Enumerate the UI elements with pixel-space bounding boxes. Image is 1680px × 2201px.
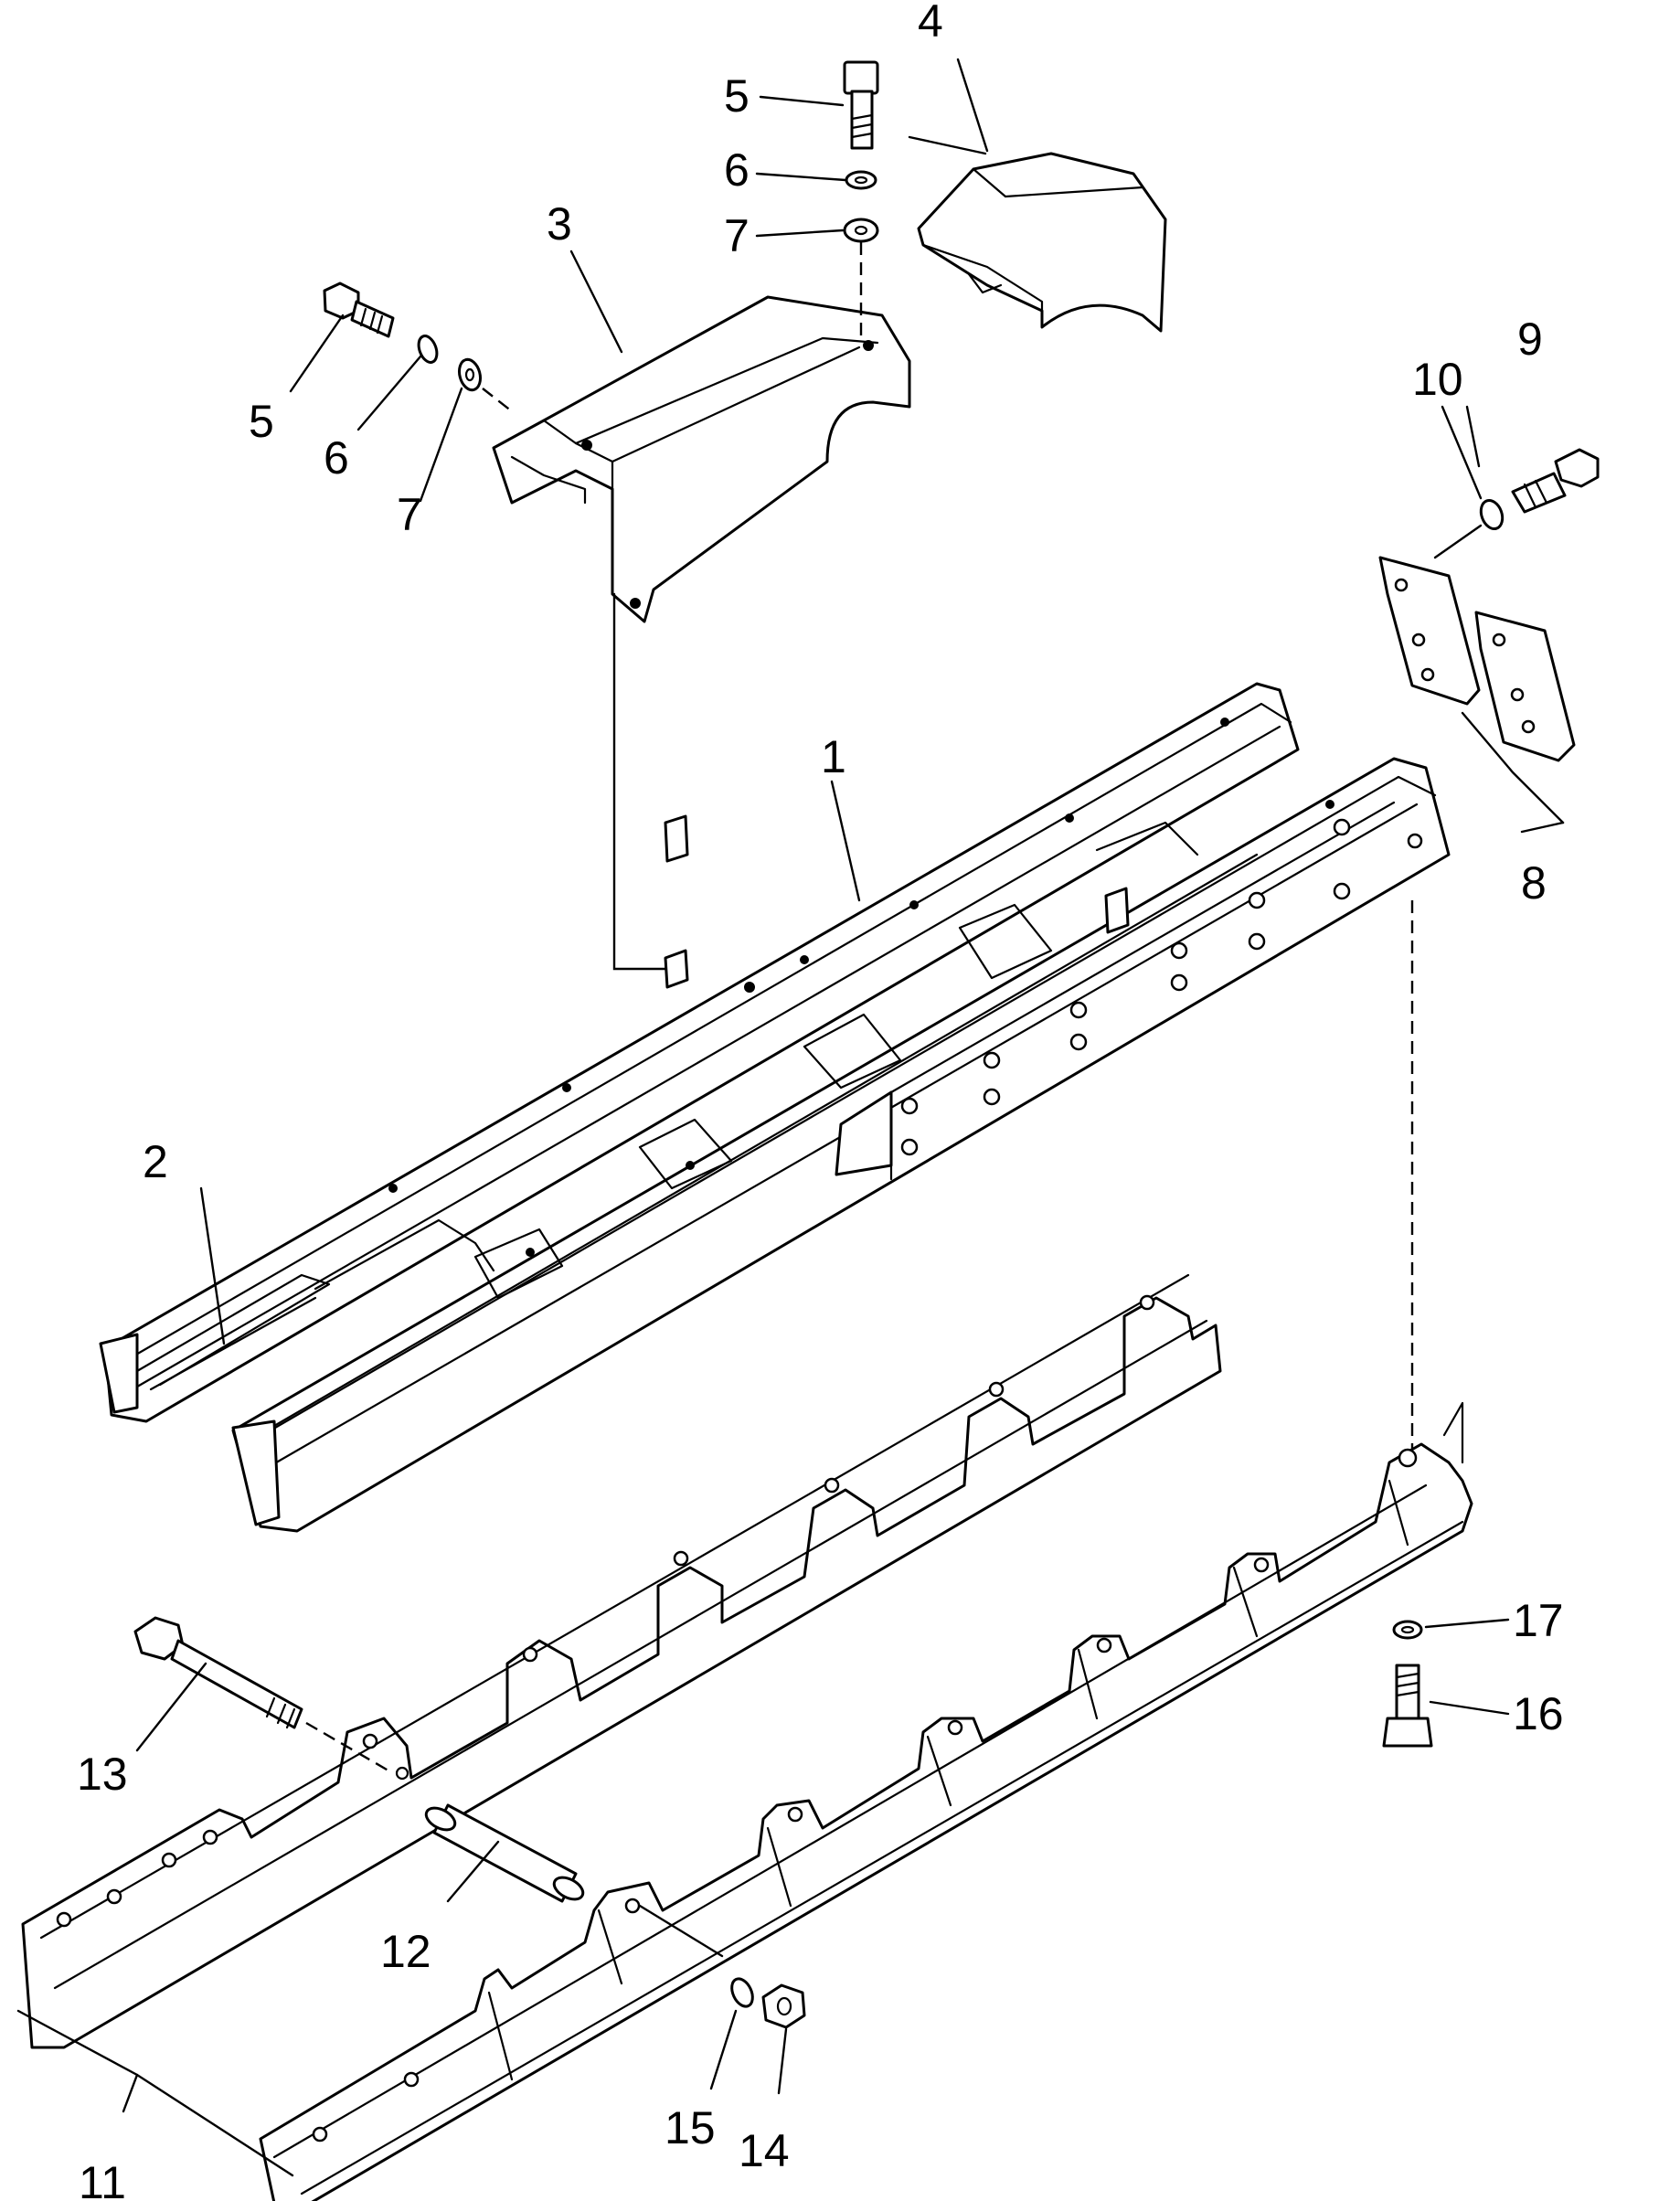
callout-3: 3 <box>547 198 572 250</box>
callout-12: 12 <box>380 1926 431 1977</box>
callout-5-left: 5 <box>249 396 274 447</box>
callout-11: 11 <box>79 2157 126 2201</box>
cover-part-4[interactable] <box>917 152 1167 333</box>
callout-14: 14 <box>739 2125 790 2176</box>
callout-6-top: 6 <box>724 144 750 196</box>
pin-part-12[interactable] <box>422 1803 586 1904</box>
washer-7-top[interactable] <box>843 218 879 243</box>
bolt-5-left[interactable] <box>323 282 395 338</box>
spring-washer-6-left[interactable] <box>415 334 440 365</box>
track-frame-part-11[interactable] <box>21 1273 1473 2201</box>
bolt-part-16[interactable] <box>1382 1664 1433 1748</box>
callout-7-top: 7 <box>724 210 750 261</box>
leader-lines <box>16 58 1565 2177</box>
cover-part-3[interactable] <box>492 295 911 623</box>
callout-6-left: 6 <box>324 432 349 484</box>
callout-10: 10 <box>1412 354 1463 405</box>
bolt-13-axis <box>305 1721 394 1775</box>
callout-1: 1 <box>821 731 846 782</box>
callout-13: 13 <box>77 1749 128 1800</box>
bolt-9[interactable] <box>1511 448 1600 514</box>
bolt-5-top[interactable] <box>843 60 879 150</box>
callout-9: 9 <box>1517 314 1543 365</box>
callout-7-left: 7 <box>397 489 422 540</box>
callout-4: 4 <box>918 0 943 47</box>
bolt-part-13[interactable] <box>133 1616 303 1729</box>
frame-part-1[interactable] <box>99 682 1451 1533</box>
spring-washer-part-15[interactable] <box>728 1975 757 2009</box>
callout-8: 8 <box>1521 857 1547 909</box>
spring-washer-part-17[interactable] <box>1392 1620 1423 1640</box>
callout-2: 2 <box>143 1136 168 1187</box>
callout-5-top: 5 <box>724 70 750 122</box>
cover-mount-line <box>612 592 667 971</box>
callout-labels: 1 2 3 4 5 5 6 6 7 7 8 9 10 11 12 13 14 1… <box>77 0 1564 2201</box>
callout-17: 17 <box>1513 1595 1564 1646</box>
fastener-axis-left <box>482 388 513 412</box>
spring-washer-6-top[interactable] <box>845 170 877 190</box>
callout-15: 15 <box>665 2102 716 2153</box>
washer-7-left[interactable] <box>456 357 484 393</box>
nut-axis <box>638 1904 724 1958</box>
nut-part-14[interactable] <box>761 1983 806 2029</box>
spring-washer-10[interactable] <box>1477 497 1506 532</box>
fastener-axis-9 <box>1433 524 1483 559</box>
plate-part-8[interactable] <box>1378 556 1576 824</box>
callout-16: 16 <box>1513 1688 1564 1739</box>
